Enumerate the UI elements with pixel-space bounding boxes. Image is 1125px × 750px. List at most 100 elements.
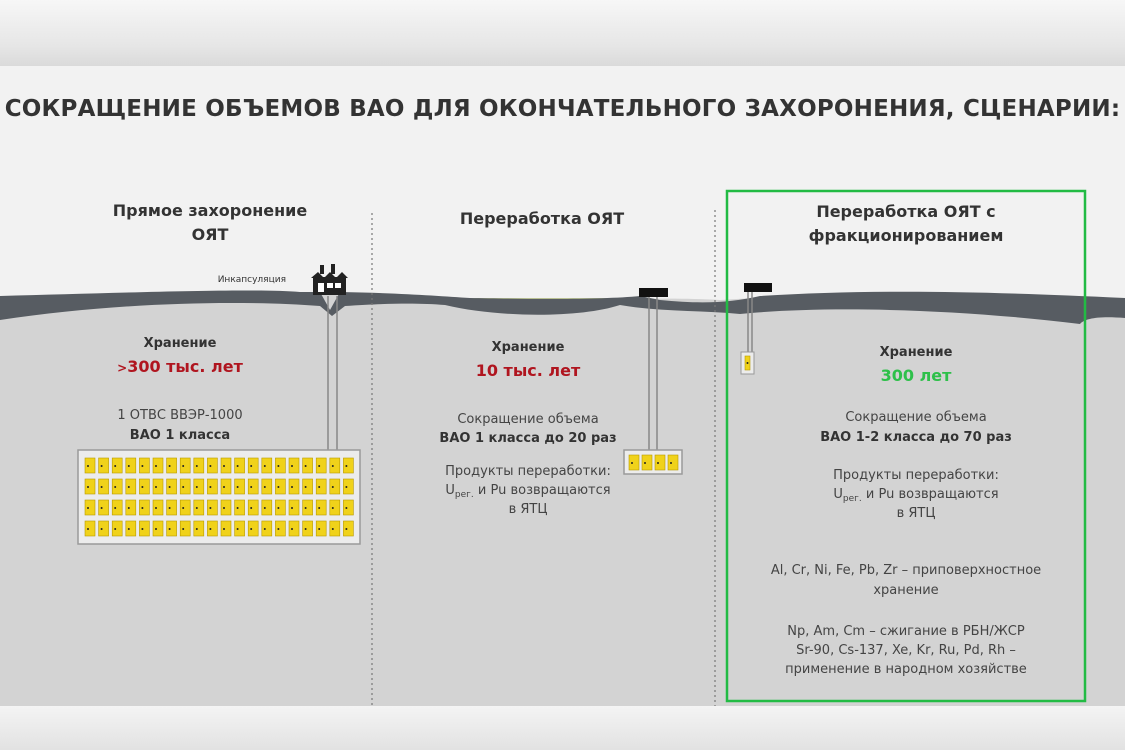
waste-container-dot — [345, 507, 348, 509]
waste-container — [98, 520, 109, 537]
scenario-1-storage: >300 тыс. лет — [80, 355, 280, 380]
scenario-3-products-line2: Uрег. и Pu возвращаются — [796, 485, 1036, 507]
scenario-2-products-line1: Продукты переработки: — [445, 464, 611, 479]
waste-container-dot — [345, 528, 348, 530]
waste-container-dot — [236, 528, 239, 530]
scenario-3-reduction-line1: Сокращение объема — [845, 410, 987, 425]
scenario-3-reduction-line2: ВАО 1-2 класса до 70 раз — [820, 430, 1012, 445]
scenario-2-storage-value: 10 тыс. лет — [475, 361, 581, 380]
waste-container-dot — [318, 486, 321, 488]
waste-container-dot — [250, 507, 253, 509]
waste-container — [315, 457, 327, 474]
scenario-2-products-sub: рег. — [454, 490, 474, 500]
waste-container — [166, 520, 177, 537]
scenario-1-heading: Прямое захоронение ОЯТ — [60, 199, 360, 247]
waste-container-grid-2 — [628, 454, 679, 471]
waste-container — [247, 478, 259, 495]
waste-container — [275, 499, 286, 516]
scenario-2-reduction-line1: Сокращение объема — [457, 412, 599, 427]
waste-container-dot — [263, 465, 266, 467]
waste-container-dot — [209, 528, 212, 530]
waste-container-dot — [291, 507, 293, 509]
scenario-3-storage: 300 лет — [816, 364, 1016, 389]
waste-container — [111, 457, 123, 474]
waste-container-dot — [263, 486, 266, 488]
waste-container — [193, 478, 205, 495]
waste-container — [84, 499, 96, 516]
waste-container — [98, 478, 109, 495]
waste-container — [111, 478, 123, 495]
scenario-3-metals-line2: хранение — [873, 583, 939, 598]
scenario-1-line1: 1 ОТВС ВВЭР-1000 — [117, 408, 243, 423]
waste-container — [152, 499, 164, 516]
waste-container — [343, 457, 354, 474]
scenario-3-actinides-line3: применение в народном хозяйстве — [785, 662, 1027, 677]
waste-container-dot — [236, 465, 239, 467]
waste-container-dot — [100, 465, 103, 467]
waste-container-dot — [318, 465, 321, 467]
waste-container-dot — [291, 465, 293, 467]
waste-container-dot — [345, 465, 348, 467]
encapsulation-building-icon — [311, 264, 348, 295]
waste-container-dot — [87, 528, 89, 530]
waste-container-dot — [263, 528, 266, 530]
waste-container-dot — [318, 528, 321, 530]
shaft-scenario-2 — [639, 288, 668, 450]
waste-container — [315, 520, 327, 537]
waste-container-dot — [114, 486, 117, 488]
scenario-3-products-line3: в ЯТЦ — [896, 506, 936, 521]
page-title: СОКРАЩЕНИЕ ОБЪЕМОВ ВАО ДЛЯ ОКОНЧАТЕЛЬНОГ… — [4, 96, 1121, 122]
waste-container-dot — [223, 528, 225, 530]
scenario-3-storage-value: 300 лет — [880, 366, 952, 385]
waste-container — [234, 520, 245, 537]
waste-container-dot — [100, 486, 103, 488]
waste-container-dot — [331, 486, 334, 488]
waste-container-dot — [127, 528, 130, 530]
waste-container — [166, 499, 177, 516]
waste-container-dot — [195, 507, 198, 509]
scenario-3-heading: Переработка ОЯТ с фракционированием — [756, 200, 1056, 248]
waste-container — [288, 520, 300, 537]
waste-container-dot — [127, 486, 130, 488]
waste-container-dot — [114, 507, 117, 509]
waste-container-dot — [277, 528, 280, 530]
waste-container — [84, 457, 96, 474]
waste-container-dot — [168, 528, 171, 530]
waste-container-dot — [182, 486, 185, 488]
scenario-3-metals-line1: Al, Cr, Ni, Fe, Pb, Zr – приповерхностно… — [770, 563, 1042, 578]
waste-container — [166, 457, 177, 474]
waste-container — [125, 457, 137, 474]
waste-container — [288, 478, 300, 495]
waste-container-dot — [250, 465, 253, 467]
waste-container-dot — [291, 486, 293, 488]
waste-container-dot — [304, 486, 307, 488]
waste-container-dot — [127, 465, 130, 467]
waste-container-dot — [236, 507, 239, 509]
waste-container-dot — [100, 528, 103, 530]
highlight-frame — [725, 189, 1087, 703]
waste-container — [275, 478, 286, 495]
encapsulation-label: Инкапсуляция — [217, 275, 286, 285]
waste-container-dot — [155, 465, 157, 467]
scenario-2-storage: 10 тыс. лет — [428, 359, 628, 384]
scenario-1-heading-line2: ОЯТ — [191, 225, 229, 244]
waste-container — [654, 454, 666, 471]
waste-container — [179, 457, 191, 474]
waste-container-dot — [263, 507, 266, 509]
scenario-3-actinides-line2: Sr-90, Cs-137, Xe, Kr, Ru, Pd, Rh – — [796, 643, 1016, 658]
waste-container-dot — [182, 507, 185, 509]
shaft-scenario-1 — [327, 296, 338, 450]
waste-container — [98, 457, 109, 474]
waste-container-dot — [209, 465, 212, 467]
waste-container-dot — [182, 528, 185, 530]
waste-container-dot — [657, 462, 659, 464]
waste-container-dot — [223, 465, 225, 467]
waste-container — [193, 520, 205, 537]
waste-container — [329, 520, 341, 537]
waste-container-dot — [168, 507, 171, 509]
scenario-1-line2: ВАО 1 класса — [129, 428, 231, 443]
waste-container — [275, 520, 286, 537]
waste-container — [261, 520, 273, 537]
waste-container-dot — [223, 486, 225, 488]
waste-container-dot — [250, 486, 253, 488]
